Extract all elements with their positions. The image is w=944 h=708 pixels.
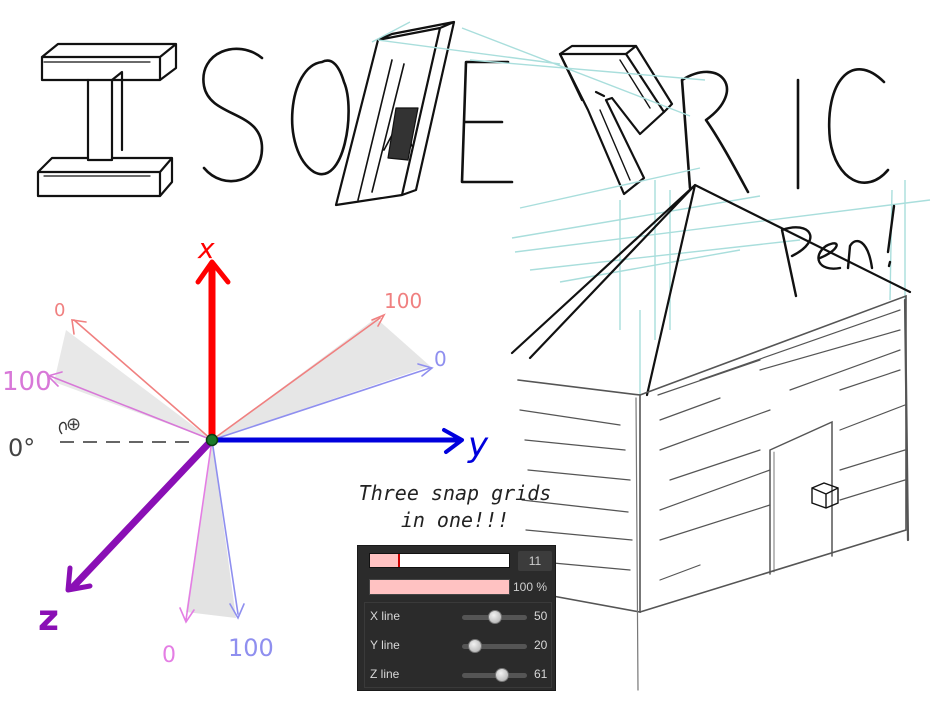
z-line-slider[interactable] xyxy=(462,668,527,682)
angle-label: 0° xyxy=(8,434,35,462)
z-axis xyxy=(65,438,214,593)
x-line-value: 50 xyxy=(534,609,548,623)
z-axis-label: z xyxy=(38,598,59,639)
x-axis-label: x xyxy=(197,232,215,265)
y-line-label: Y line xyxy=(370,638,400,652)
y-line-slider[interactable] xyxy=(462,639,527,653)
x-line-label: X line xyxy=(370,609,401,623)
scale-pink-zero: 0 xyxy=(162,643,176,668)
z-line-label: Z line xyxy=(370,667,400,681)
origin-point[interactable] xyxy=(205,433,219,447)
x-line-slider[interactable] xyxy=(462,610,527,624)
scale-red-zero: 0 xyxy=(54,300,65,321)
y-axis xyxy=(209,428,464,454)
brush-settings-panel: 11 100 % X line 50 Y line 20 Z line 61 xyxy=(357,545,556,691)
scale-magenta-hundred: 100 xyxy=(2,367,52,397)
guide-lines xyxy=(46,313,434,624)
pen-subtitle xyxy=(780,204,896,298)
x-axis xyxy=(195,259,231,444)
x-line-row: X line 50 xyxy=(365,603,551,631)
size-slider[interactable] xyxy=(369,553,510,568)
angle-arc xyxy=(58,421,67,435)
house-roof xyxy=(510,183,912,397)
opacity-slider[interactable] xyxy=(369,579,510,595)
scale-blue-hundred: 100 xyxy=(228,634,274,662)
size-slider-marker xyxy=(398,554,401,567)
caption-line-1: Three snap grids xyxy=(358,481,552,505)
house-walls xyxy=(517,294,910,691)
construction-lines xyxy=(371,21,931,395)
title-lettering xyxy=(36,20,890,207)
x-line-thumb[interactable] xyxy=(487,610,502,624)
scale-blue-zero: 0 xyxy=(434,347,447,371)
y-line-thumb[interactable] xyxy=(468,639,482,653)
y-axis-label: y xyxy=(467,425,489,465)
caption-line-2: in one!!! xyxy=(400,508,510,532)
scale-red-hundred: 100 xyxy=(384,289,422,313)
size-slider-fill xyxy=(370,554,400,567)
z-line-value: 61 xyxy=(534,667,548,681)
caption: Three snap grids in one!!! xyxy=(330,480,580,534)
z-line-thumb[interactable] xyxy=(494,668,509,682)
y-line-value: 20 xyxy=(534,638,548,652)
snap-grid-group: X line 50 Y line 20 Z line 61 xyxy=(364,602,552,688)
guide-fans xyxy=(54,318,430,618)
angle-plus-symbol: ⊕ xyxy=(66,414,81,435)
z-line-row: Z line 61 xyxy=(365,661,551,689)
opacity-value: 100 % xyxy=(513,580,548,594)
y-line-row: Y line 20 xyxy=(365,632,551,660)
size-value[interactable]: 11 xyxy=(518,551,552,571)
